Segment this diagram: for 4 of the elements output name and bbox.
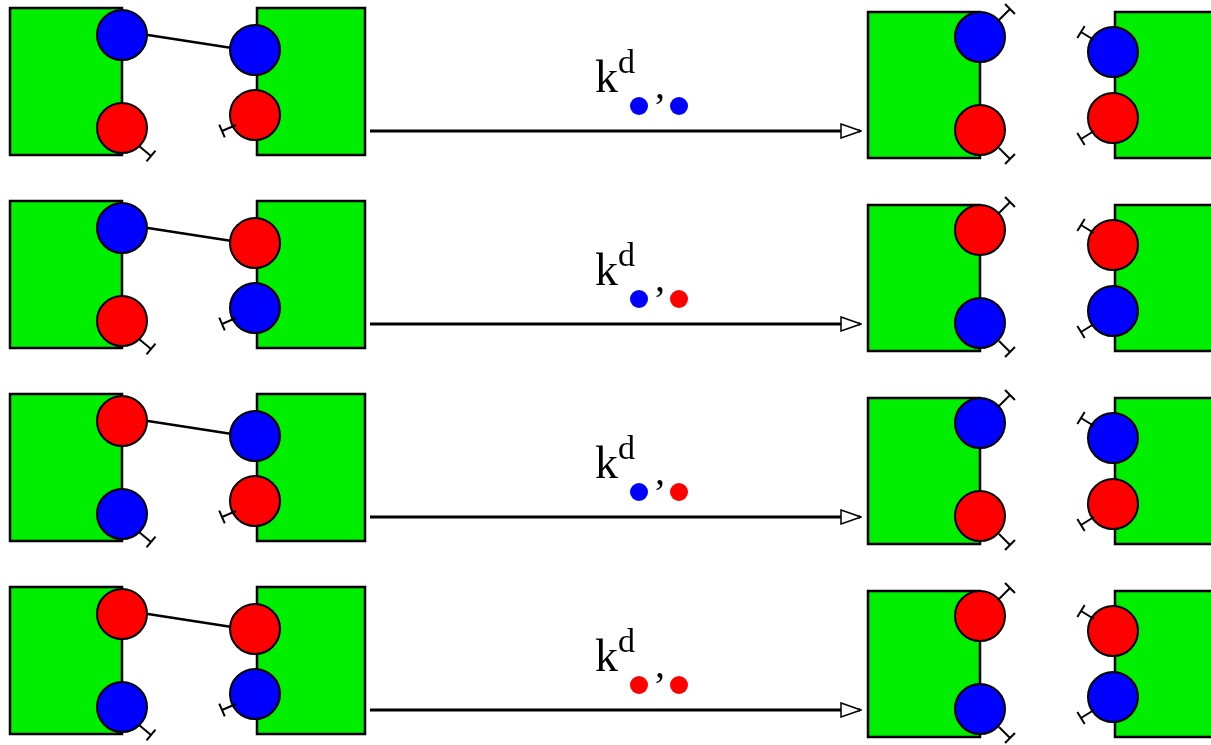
arrow: [370, 702, 862, 718]
arrow: [370, 509, 862, 525]
arrow: [370, 123, 862, 139]
arrow: [370, 316, 862, 332]
